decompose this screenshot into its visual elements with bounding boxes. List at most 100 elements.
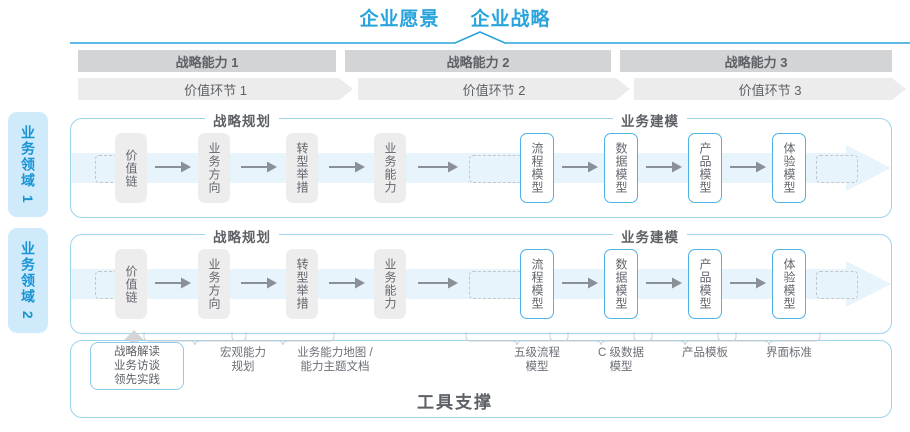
process-label-business-direction-2: 业务方向 (207, 258, 221, 310)
placeholder-box-2c (816, 271, 858, 299)
process-label-transformation-2: 转型举措 (295, 258, 309, 310)
model-box-data-2[interactable]: 数据模型 (604, 249, 638, 319)
enterprise-strategy-title: 企业战略 (470, 9, 551, 30)
arrow-icon-2-5 (562, 277, 598, 289)
domain-band-2: 价值链 业务方向 转型举措 业务能力 流程模型 数据模型 产品模型 体验模型 (70, 234, 892, 334)
arrow-icon-1-6 (646, 161, 682, 173)
process-label-value-chain-2: 价值链 (124, 264, 138, 304)
process-label-business-direction-1: 业务方向 (207, 142, 221, 194)
arrow-icon-1-5 (562, 161, 598, 173)
tool-chip-strategy-inputs[interactable]: 战略解读 业务访谈 领先实践 (90, 342, 184, 390)
capability-cell-1: 战略能力 1 (78, 50, 336, 72)
model-box-data-1[interactable]: 数据模型 (604, 133, 638, 203)
model-box-product-1[interactable]: 产品模型 (688, 133, 722, 203)
process-label-transformation-1: 转型举措 (295, 142, 309, 194)
value-chain-label-2: 价值环节 2 (462, 82, 526, 98)
tool-label-4-line-2: 模型 (609, 361, 633, 373)
chevron-shape-2 (358, 78, 630, 100)
process-box-business-capability-1[interactable]: 业务能力 (374, 133, 406, 203)
value-chain-cell-1: 价值环节 1 (78, 78, 353, 100)
tool-label-6: 界面标准 (741, 346, 837, 360)
arrow-icon-2-7 (730, 277, 766, 289)
up-arrow-icon-value-chain (124, 330, 144, 352)
sidebar-item-domain-1[interactable]: 业务领域 1 (8, 112, 48, 217)
vision-strategy-connector-line (70, 31, 910, 44)
process-box-business-direction-1[interactable]: 业务方向 (198, 133, 230, 203)
tool-support-title: 工具支撑 (0, 388, 910, 413)
tool-label-1: 宏观能力 规划 (195, 346, 291, 374)
section-caption-modeling-2: 业务建模 (613, 226, 687, 246)
domain-label-1: 业务领域 1 (20, 124, 36, 205)
tool-chip-line-3: 领先实践 (114, 374, 160, 386)
strategic-capability-row: 战略能力 1 战略能力 2 战略能力 3 (0, 50, 910, 72)
tool-label-3-line-1: 五级流程 (514, 347, 560, 359)
tool-chip-line-1: 战略解读 (114, 346, 160, 358)
value-chain-cell-2: 价值环节 2 (358, 78, 630, 100)
model-label-product-2: 产品模型 (698, 258, 712, 310)
arrow-icon-1-1 (155, 161, 191, 173)
arrow-icon-1-4 (418, 161, 458, 173)
tool-label-2-line-2: 能力主题文档 (300, 361, 370, 373)
placeholder-box-1c (816, 155, 858, 183)
model-label-process-1: 流程模型 (530, 142, 544, 194)
process-box-transformation-2[interactable]: 转型举措 (286, 249, 318, 319)
model-box-product-2[interactable]: 产品模型 (688, 249, 722, 319)
section-text-modeling-2: 业务建模 (621, 230, 679, 245)
section-caption-planning-1: 战略规划 (205, 110, 279, 130)
arrow-icon-2-2 (241, 277, 277, 289)
model-label-experience-2: 体验模型 (782, 258, 796, 310)
header-titles: 企业愿景 企业战略 (0, 4, 910, 31)
process-box-business-capability-2[interactable]: 业务能力 (374, 249, 406, 319)
process-box-value-chain-1[interactable]: 价值链 (115, 133, 147, 203)
domain-band-1: 价值链 业务方向 转型举措 业务能力 流程模型 数据模型 产品模型 体验模型 (70, 118, 892, 218)
domain-label-2: 业务领域 2 (20, 240, 36, 321)
value-chain-label-1: 价值环节 1 (184, 82, 247, 98)
model-box-experience-1[interactable]: 体验模型 (772, 133, 806, 203)
arrow-icon-2-4 (418, 277, 458, 289)
model-label-process-2: 流程模型 (530, 258, 544, 310)
chevron-shape-1 (78, 78, 353, 100)
model-label-product-1: 产品模型 (698, 142, 712, 194)
section-caption-planning-2: 战略规划 (205, 226, 279, 246)
tool-label-4: C 级数据 模型 (573, 346, 669, 374)
process-box-value-chain-2[interactable]: 价值链 (115, 249, 147, 319)
section-text-modeling-1: 业务建模 (621, 114, 679, 129)
process-box-business-direction-2[interactable]: 业务方向 (198, 249, 230, 319)
flow-arrow-background-1 (71, 145, 891, 191)
model-box-experience-2[interactable]: 体验模型 (772, 249, 806, 319)
arrow-icon-1-3 (329, 161, 365, 173)
value-chain-cell-3: 价值环节 3 (634, 78, 906, 100)
process-label-business-capability-1: 业务能力 (383, 142, 397, 194)
capability-cell-2: 战略能力 2 (345, 50, 611, 72)
tool-label-5: 产品模板 (657, 346, 753, 360)
process-label-business-capability-2: 业务能力 (383, 258, 397, 310)
model-box-process-2[interactable]: 流程模型 (520, 249, 554, 319)
arrow-icon-2-3 (329, 277, 365, 289)
arrow-icon-1-2 (241, 161, 277, 173)
tool-label-2-line-1: 业务能力地图 / (297, 347, 373, 359)
process-label-value-chain-1: 价值链 (124, 148, 138, 188)
value-chain-label-3: 价值环节 3 (738, 82, 802, 98)
tool-label-3: 五级流程 模型 (489, 346, 585, 374)
tool-chip-line-2: 业务访谈 (114, 360, 160, 372)
tool-label-5-line-1: 产品模板 (682, 347, 728, 359)
section-text-planning-1: 战略规划 (213, 114, 271, 129)
brace-connector-2 (231, 332, 335, 346)
arrow-icon-1-7 (730, 161, 766, 173)
enterprise-vision-title: 企业愿景 (359, 9, 440, 30)
model-box-process-1[interactable]: 流程模型 (520, 133, 554, 203)
chevron-shape-3 (634, 78, 906, 100)
sidebar-item-domain-2[interactable]: 业务领域 2 (8, 228, 48, 333)
brace-connector-6 (717, 332, 821, 346)
arrow-icon-2-1 (155, 277, 191, 289)
model-label-experience-1: 体验模型 (782, 142, 796, 194)
capability-label-3: 战略能力 3 (724, 54, 788, 70)
capability-label-2: 战略能力 2 (446, 54, 510, 70)
value-chain-row: 价值环节 1 价值环节 2 价值环节 3 (0, 78, 910, 100)
model-label-data-1: 数据模型 (614, 142, 628, 194)
tool-label-1-line-1: 宏观能力 (220, 347, 266, 359)
tool-label-1-line-2: 规划 (231, 361, 255, 373)
process-box-transformation-1[interactable]: 转型举措 (286, 133, 318, 203)
section-text-planning-2: 战略规划 (213, 230, 271, 245)
